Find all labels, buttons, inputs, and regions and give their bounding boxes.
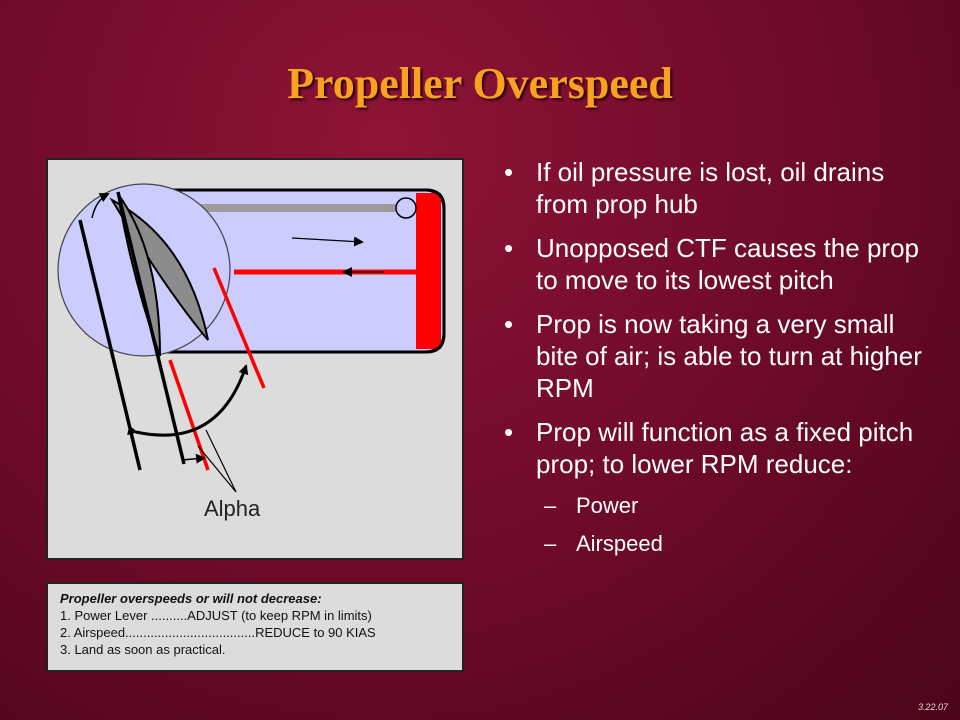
bullet-item: • Prop is now taking a very small bite o… xyxy=(500,308,940,404)
slide-title: Propeller Overspeed xyxy=(287,59,673,108)
propeller-diagram: Alpha xyxy=(46,158,464,560)
alpha-leader-1 xyxy=(197,445,237,493)
emergency-checklist: Propeller overspeeds or will not decreas… xyxy=(46,582,464,672)
red-link-diagonal xyxy=(212,267,266,389)
bullet-item: • Unopposed CTF causes the prop to move … xyxy=(500,232,940,296)
sub-bullet-marker: – xyxy=(544,493,557,518)
checklist-item: 2. Airspeed.............................… xyxy=(60,625,376,640)
bullet-item: • If oil pressure is lost, oil drains fr… xyxy=(500,156,940,220)
bullet-marker: • xyxy=(504,309,514,339)
bullet-item: • Prop will function as a fixed pitch pr… xyxy=(500,416,940,480)
sub-bullet-marker: – xyxy=(544,531,557,556)
bullet-text: Prop will function as a fixed pitch prop… xyxy=(536,417,914,479)
bullet-marker: • xyxy=(504,233,514,263)
bullet-marker: • xyxy=(504,417,514,447)
hub-right-cap xyxy=(416,188,446,354)
hub-right-red-wall xyxy=(416,193,441,349)
bullet-list: • If oil pressure is lost, oil drains fr… xyxy=(500,156,940,568)
checklist-item: 1. Power Lever ..........ADJUST (to keep… xyxy=(60,608,372,623)
pitch-change-arc xyxy=(127,364,249,437)
rotation-arrow xyxy=(91,193,110,219)
bullet-marker: • xyxy=(504,157,514,187)
propeller-diagram-svg xyxy=(57,183,446,493)
sub-bullet-item: – Power xyxy=(500,492,940,520)
hub-arrow-right xyxy=(291,236,364,247)
sub-bullet-item: – Airspeed xyxy=(500,530,940,558)
right-pin xyxy=(395,197,417,219)
alpha-angle-arrow xyxy=(181,453,206,464)
sub-bullet-text: Airspeed xyxy=(576,531,663,556)
slide-date: 3.22.07 xyxy=(917,702,948,712)
checklist-item: 3. Land as soon as practical. xyxy=(60,642,226,657)
sub-bullet-text: Power xyxy=(576,493,639,518)
bullet-text: Prop is now taking a very small bite of … xyxy=(536,309,922,403)
red-pitch-line xyxy=(168,359,210,471)
bullet-text: If oil pressure is lost, oil drains from… xyxy=(536,157,885,219)
checklist-header: Propeller overspeeds or will not decreas… xyxy=(60,591,322,606)
bullet-text: Unopposed CTF causes the prop to move to… xyxy=(536,233,919,295)
alpha-label: Alpha xyxy=(204,496,261,521)
alpha-leader-2 xyxy=(205,429,237,493)
